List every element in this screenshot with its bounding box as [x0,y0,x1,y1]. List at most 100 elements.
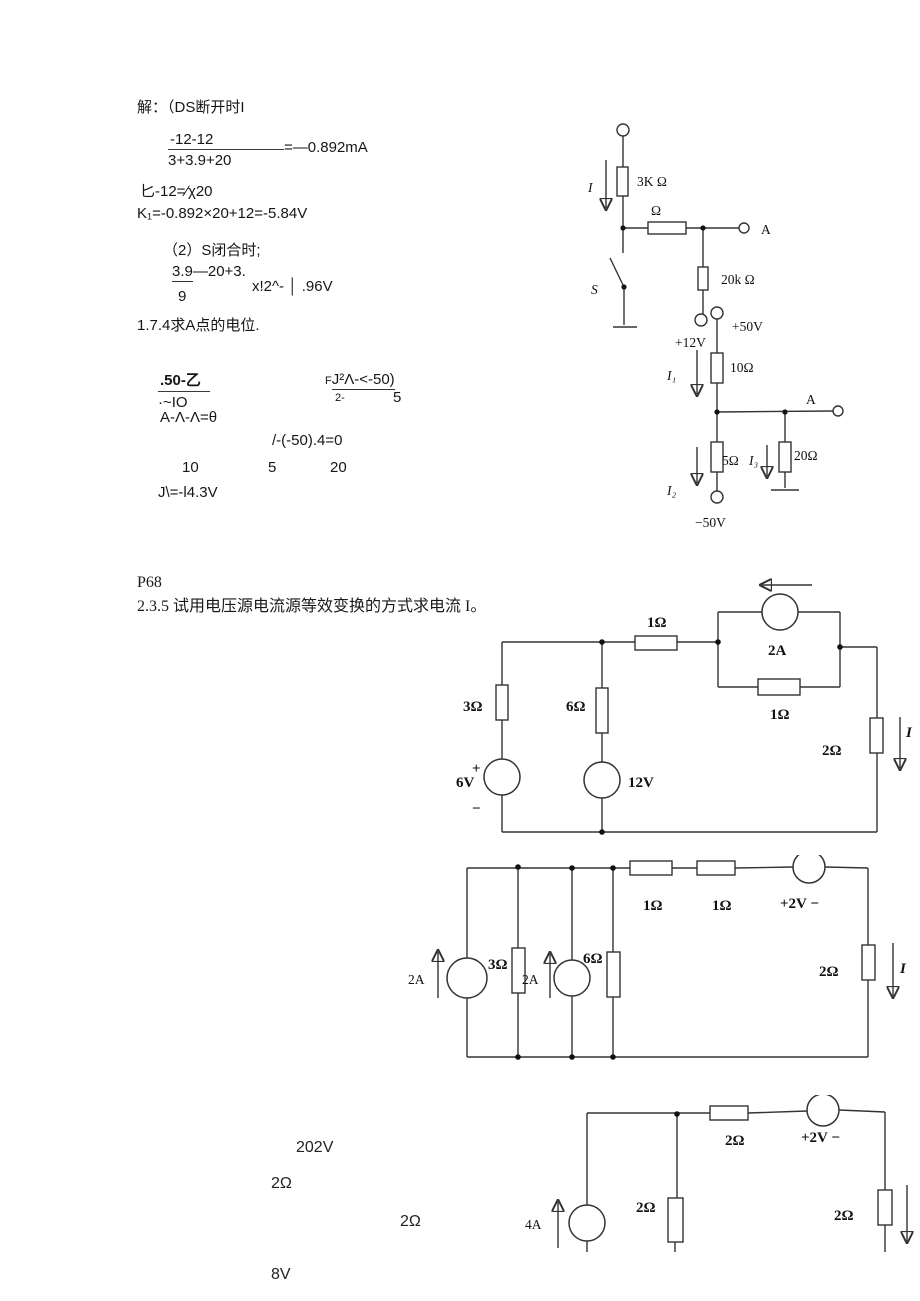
label-6v: 6V [456,775,475,791]
label-voltage-2v: +2V − [801,1130,840,1146]
equation-c: J\=-l4.3V [158,484,218,501]
resistor-5 [710,441,724,473]
voltage-source-12v [583,761,621,799]
wires [558,1109,907,1252]
resistor-6ohm [595,687,609,734]
resistor-2ohm-top [709,1105,749,1121]
node-dot [714,409,720,415]
fraction-1-result: =—0.892mA [284,139,368,156]
label-terminal-a1: A [761,222,771,237]
loose-text-2ohm-b: 2Ω [400,1213,421,1230]
loose-text-2ohm-a: 2Ω [271,1175,292,1192]
label-resistor-6ohm: 6Ω [566,699,586,715]
label-current-source-2a: 2A [768,643,787,659]
terminal-50v [710,306,724,320]
label-resistor-10: 10Ω [730,360,754,375]
resistor-1ohm-parallel [757,678,801,696]
node-dot [569,865,575,871]
terminal-12v [694,313,708,327]
label-current-i3: I₃ [748,453,758,468]
label-6v-plus: + [472,761,481,777]
fraction-b-prefix: F [325,375,332,387]
loose-text-8v: 8V [271,1266,291,1283]
fraction-2-denominator: 9 [178,288,187,305]
label-resistor-20k: 20k Ω [721,272,755,287]
label-resistor-3ohm: 3Ω [463,699,483,715]
denominator-5: 5 [268,459,277,476]
voltage-source-2v [806,1095,840,1127]
fraction-1-numerator: -12-12 [168,131,284,150]
solution-heading: 解：（DS断开时I [137,99,245,116]
node-dot [599,829,605,835]
resistor-20k [697,266,709,291]
circuit-potential-of-a: I 3K Ω Ω A S 20k Ω +12V +50V 10Ω I₁ A 5Ω… [587,123,844,530]
fraction-b-den1: 2- [335,392,345,404]
terminal-top [616,123,630,137]
current-source-4a [568,1204,606,1242]
node-dot [715,639,721,645]
resistor-1ohm-b [696,860,736,876]
fraction-b-den2: 5 [393,389,402,406]
label-12v: 12V [628,775,654,791]
fraction-1: -12-12 3+3.9+20 [168,131,284,169]
node-dot [599,639,605,645]
switch-contact-dot [621,284,627,290]
fraction-2-num-underlined: 3.9 [172,263,193,282]
resistor-ohm [647,221,687,235]
label-terminal-a2: A [806,392,816,407]
node-dot [782,409,788,415]
circuit-235-step3: 2Ω +2V − 4A 2Ω 2Ω [525,1095,920,1252]
resistor-10 [710,352,724,384]
resistor-20 [778,441,792,473]
label-resistor-1ohm-parallel: 1Ω [770,707,790,723]
denominator-10: 10 [182,459,199,476]
label-resistor-2ohm: 2Ω [819,964,839,980]
resistor-2ohm [861,944,876,981]
label-resistor-3k: 3K Ω [637,174,667,189]
denominator-20: 20 [330,459,347,476]
fraction-2-num-rest: —20+3. [192,263,246,280]
label-current-i1: I₁ [666,368,676,383]
node-dot [620,225,626,231]
label-resistor-2ohm-mid: 2Ω [636,1200,656,1216]
fraction-2-side: x!2^- │ .96V [252,278,333,295]
label-resistor-5: 5Ω [722,453,739,468]
current-source-2a [761,593,799,631]
circuit-235-step1: 1Ω 2A 1Ω 3Ω 6Ω + 6V − 12V 2Ω I [456,575,913,835]
resistor-1ohm-a [629,860,673,876]
fraction-a-denominator: ·~IO [158,394,188,411]
label-voltage-2v: +2V − [780,896,819,912]
label-current-source-4a: 4A [525,1217,542,1232]
equation-2: K₁=-0.892×20+12=-5.84V [137,205,308,222]
label-plus50v: +50V [732,319,763,334]
wires [501,585,900,833]
label-resistor-6ohm: 6Ω [583,951,603,967]
node-dot [610,1054,616,1060]
node-dot [674,1111,680,1117]
label-switch: S [591,282,598,297]
resistor-1ohm-top [634,635,678,651]
fraction-a-numerator: .50-乙 [158,369,210,392]
resistor-3ohm [511,947,526,994]
label-resistor-2ohm-right: 2Ω [834,1208,854,1224]
voltage-source-6v [483,758,521,796]
label-resistor-20: 20Ω [794,448,818,463]
equation-a: A-Λ-Λ=θ [160,409,218,426]
resistor-2ohm-right [877,1189,893,1226]
current-source-2a-mid [553,959,591,997]
label-current-source-2a-left: 2A [408,972,425,987]
resistor-6ohm [606,951,621,998]
label-resistor-1ohm-a: 1Ω [643,898,663,914]
terminal-minus50v [710,490,724,504]
resistor-2ohm [869,717,884,754]
circuit-235-step2: 1Ω 1Ω +2V − 2A 3Ω 2A 6Ω 2Ω I [408,855,907,1060]
fraction-1-denominator: 3+3.9+20 [168,152,232,169]
resistor-3ohm [495,684,509,721]
label-current-i: I [899,961,907,977]
switch-blade [609,257,625,288]
node-dot [515,1054,521,1060]
fraction-b-numerator: J²Λ-<-50) [331,371,395,390]
label-resistor-1ohm-b: 1Ω [712,898,732,914]
label-resistor-2ohm: 2Ω [822,743,842,759]
